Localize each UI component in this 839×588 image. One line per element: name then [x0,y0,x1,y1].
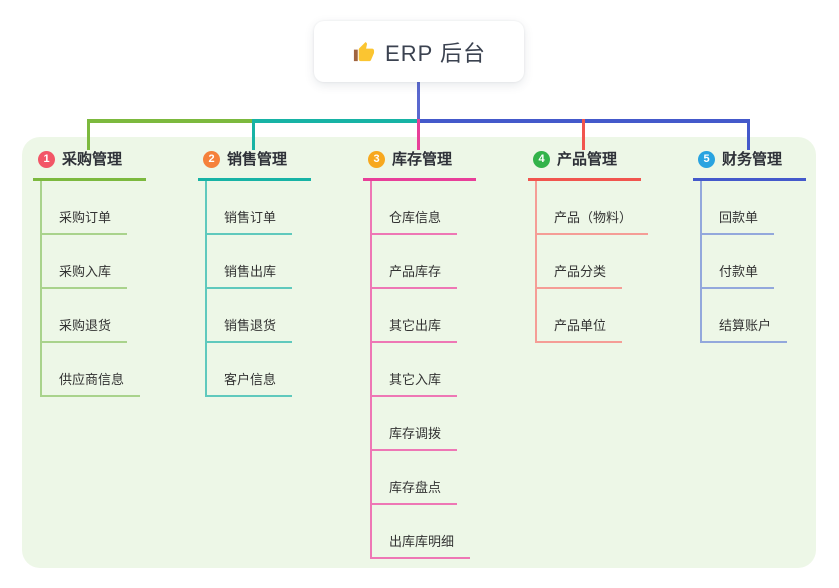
branch-number-badge: 3 [368,151,385,168]
branch-title: 财务管理 [722,151,783,168]
connector-segment-green [87,119,254,123]
branch-product-header[interactable]: 4 产品管理 [528,149,641,181]
branch-purchase: 1 采购管理 采购订单 采购入库 采购退货 供应商信息 [33,149,191,397]
branch-drop-line-4 [582,119,585,150]
branch-title: 销售管理 [227,151,288,168]
branch-inventory-items: 仓库信息 产品库存 其它出库 其它入库 库存调拨 库存盘点 出库库明细 [370,181,521,559]
node-outbound-detail[interactable]: 出库库明细 [372,505,471,559]
branch-sales-items: 销售订单 销售出库 销售退货 客户信息 [205,181,356,397]
branch-drop-line-3 [417,119,420,150]
node-other-outbound[interactable]: 其它出库 [372,289,458,343]
node-customer-info[interactable]: 客户信息 [207,343,293,397]
node-product-unit[interactable]: 产品单位 [537,289,623,343]
branch-product: 4 产品管理 产品（物料） 产品分类 产品单位 [528,149,686,343]
branch-number-badge: 5 [698,151,715,168]
branches-panel [22,137,816,568]
branch-number-badge: 1 [38,151,55,168]
root-node-title: ERP 后台 [385,40,486,66]
branch-finance: 5 财务管理 回款单 付款单 结算账户 [693,149,839,343]
connector-segment-teal [254,119,418,123]
branch-purchase-items: 采购订单 采购入库 采购退货 供应商信息 [40,181,191,397]
root-node-erp[interactable]: ERP 后台 [314,21,524,82]
branch-number-badge: 4 [533,151,550,168]
node-sales-outbound[interactable]: 销售出库 [207,235,293,289]
branch-drop-line-1 [87,119,90,150]
branch-inventory: 3 库存管理 仓库信息 产品库存 其它出库 其它入库 库存调拨 库存盘点 出库库… [363,149,521,559]
branch-number-badge: 2 [203,151,220,168]
branch-title: 库存管理 [392,151,453,168]
node-stock-count[interactable]: 库存盘点 [372,451,458,505]
node-warehouse-info[interactable]: 仓库信息 [372,181,458,235]
node-purchase-order[interactable]: 采购订单 [42,181,128,235]
node-settlement-account[interactable]: 结算账户 [702,289,788,343]
node-receipt-voucher[interactable]: 回款单 [702,181,775,235]
branch-drop-line-2 [252,119,255,150]
node-payment-voucher[interactable]: 付款单 [702,235,775,289]
node-product-material[interactable]: 产品（物料） [537,181,649,235]
thumbs-up-icon [353,41,375,62]
branch-finance-header[interactable]: 5 财务管理 [693,149,806,181]
root-connector-line [417,82,420,121]
node-supplier-info[interactable]: 供应商信息 [42,343,141,397]
node-product-category[interactable]: 产品分类 [537,235,623,289]
branch-inventory-header[interactable]: 3 库存管理 [363,149,476,181]
branch-drop-line-5 [747,119,750,150]
node-sales-order[interactable]: 销售订单 [207,181,293,235]
node-product-stock[interactable]: 产品库存 [372,235,458,289]
node-sales-return[interactable]: 销售退货 [207,289,293,343]
branch-sales-header[interactable]: 2 销售管理 [198,149,311,181]
branch-sales: 2 销售管理 销售订单 销售出库 销售退货 客户信息 [198,149,356,397]
branch-purchase-header[interactable]: 1 采购管理 [33,149,146,181]
node-purchase-inbound[interactable]: 采购入库 [42,235,128,289]
branch-product-items: 产品（物料） 产品分类 产品单位 [535,181,686,343]
node-stock-transfer[interactable]: 库存调拨 [372,397,458,451]
branch-finance-items: 回款单 付款单 结算账户 [700,181,839,343]
branch-title: 采购管理 [62,151,123,168]
node-other-inbound[interactable]: 其它入库 [372,343,458,397]
branch-title: 产品管理 [557,151,618,168]
node-purchase-return[interactable]: 采购退货 [42,289,128,343]
